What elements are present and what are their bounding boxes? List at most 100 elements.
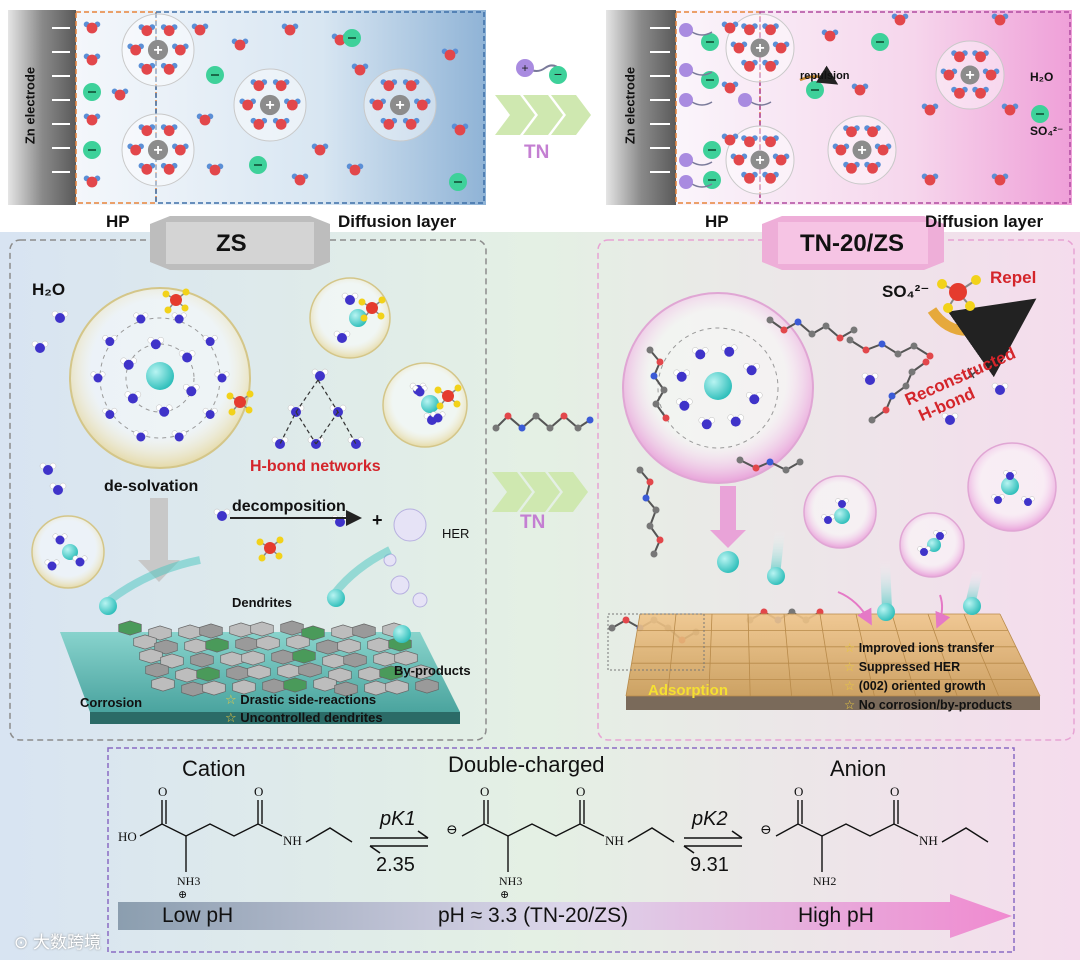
sulfate-ion bbox=[162, 288, 190, 314]
sulfate-ion bbox=[449, 173, 467, 191]
dendrite-flake bbox=[316, 639, 340, 655]
water-molecule bbox=[90, 371, 106, 383]
water-molecule bbox=[333, 330, 351, 343]
low-ph-label: Low pH bbox=[162, 904, 234, 927]
cation-nh: NH bbox=[283, 833, 302, 848]
adsorption-label: Adsorption bbox=[648, 682, 728, 699]
star-icon: ☆ bbox=[844, 641, 859, 655]
anion-o1: O bbox=[794, 784, 804, 799]
water-molecule bbox=[127, 43, 144, 56]
zs-panel-frame bbox=[9, 239, 487, 741]
dendrite-flake bbox=[283, 677, 307, 693]
dendrite-flake bbox=[247, 664, 271, 680]
star-icon: ☆ bbox=[844, 698, 859, 712]
sulfate-ion bbox=[1031, 105, 1049, 123]
top-tn-label: TN bbox=[524, 142, 550, 163]
water-molecule bbox=[982, 68, 1000, 81]
tn-zwitterion bbox=[679, 153, 713, 167]
water-molecule bbox=[49, 482, 67, 495]
plus-sign: + bbox=[372, 510, 383, 530]
mid-ph-label: pH ≈ 3.3 (TN-20/ZS) bbox=[438, 904, 629, 927]
diffusion-region-left bbox=[155, 11, 485, 204]
dendrite-flake bbox=[205, 637, 229, 653]
bottom-frame bbox=[107, 747, 1015, 953]
hydrated-zinc-ion: + bbox=[827, 115, 897, 185]
dendrite-flake bbox=[256, 635, 280, 651]
zn-electrode-label-left: Zn electrode bbox=[22, 66, 38, 145]
zs-electrode bbox=[60, 620, 460, 724]
hydrated-zinc-ion: + bbox=[935, 40, 1005, 110]
water-molecule bbox=[231, 38, 249, 51]
dendrite-flake bbox=[199, 623, 223, 639]
water-molecule bbox=[271, 436, 289, 449]
desolvation-label: de-solvation bbox=[104, 478, 199, 495]
equilibrium-arrow-1 bbox=[369, 830, 429, 854]
water-molecule bbox=[843, 125, 860, 138]
double-nh: NH bbox=[605, 833, 624, 848]
svg-text:+: + bbox=[153, 42, 162, 59]
water-molecule bbox=[311, 143, 329, 156]
zs-point-2: ☆ Uncontrolled dendrites bbox=[225, 710, 383, 726]
electrode-ticks-right bbox=[650, 27, 670, 173]
water-molecule bbox=[127, 143, 144, 156]
cation-nh3: NH3 bbox=[177, 874, 201, 888]
pk2-value: 9.31 bbox=[690, 854, 729, 876]
svg-text:+: + bbox=[153, 142, 162, 159]
svg-text:+: + bbox=[965, 67, 974, 84]
water-molecule bbox=[772, 41, 790, 54]
water-molecule bbox=[202, 335, 218, 347]
water-molecule bbox=[239, 98, 256, 111]
water-molecule bbox=[730, 153, 748, 166]
water-molecule bbox=[692, 347, 709, 360]
sulfate-ion bbox=[83, 141, 101, 159]
sulfate-ion bbox=[701, 33, 719, 51]
water-molecule bbox=[864, 125, 881, 138]
dendrite-flake bbox=[358, 666, 382, 682]
dendrite-flake bbox=[118, 620, 142, 636]
repulsion-arrow bbox=[799, 65, 839, 85]
adsorption-arrow bbox=[710, 486, 746, 548]
dendrite-flake bbox=[202, 680, 226, 696]
adsorbed-zinc-ion bbox=[717, 551, 739, 573]
tn-point-2: ☆ Suppressed HER bbox=[844, 659, 960, 674]
tn-zwitterion bbox=[679, 23, 713, 37]
dendrite-flake bbox=[367, 637, 391, 653]
tn-molecule bbox=[868, 358, 930, 424]
double-charged-label: Double-charged bbox=[448, 752, 605, 777]
sulfate-ion bbox=[343, 29, 361, 47]
water-molecule bbox=[111, 88, 129, 101]
water-molecule bbox=[864, 161, 881, 174]
svg-text:+: + bbox=[265, 97, 274, 114]
water-molecule bbox=[940, 68, 958, 81]
water-molecule bbox=[83, 53, 101, 66]
star-icon: ☆ bbox=[844, 660, 859, 674]
water-molecule bbox=[346, 163, 364, 176]
water-molecule bbox=[183, 383, 200, 397]
water-molecule bbox=[917, 546, 931, 556]
water-molecule bbox=[412, 385, 428, 397]
dendrite-flake bbox=[148, 625, 172, 641]
cation-o1: O bbox=[158, 784, 168, 799]
water-molecule bbox=[133, 430, 149, 442]
water-molecule bbox=[369, 98, 386, 111]
dendrite-flake bbox=[220, 651, 244, 667]
water-molecule bbox=[720, 344, 738, 357]
hp-region-left bbox=[75, 11, 157, 204]
water-molecule bbox=[772, 153, 790, 166]
dendrite-flake bbox=[343, 652, 367, 668]
water-molecule bbox=[147, 337, 165, 350]
water-molecule bbox=[921, 103, 939, 116]
tn-point-1: ☆ Improved ions transfer bbox=[844, 640, 994, 655]
hbond-networks-label: H-bond networks bbox=[250, 458, 381, 475]
anion-structure bbox=[775, 800, 989, 872]
dendrite-flake bbox=[181, 681, 205, 697]
water-molecule bbox=[721, 81, 739, 94]
star-icon: ☆ bbox=[225, 692, 241, 707]
zs-panel bbox=[9, 216, 487, 741]
water-molecule bbox=[991, 13, 1009, 26]
cation-o2: O bbox=[254, 784, 264, 799]
diffusion-region-right bbox=[759, 11, 1071, 204]
water-molecule bbox=[762, 171, 779, 184]
dendrite-flake bbox=[241, 650, 265, 666]
